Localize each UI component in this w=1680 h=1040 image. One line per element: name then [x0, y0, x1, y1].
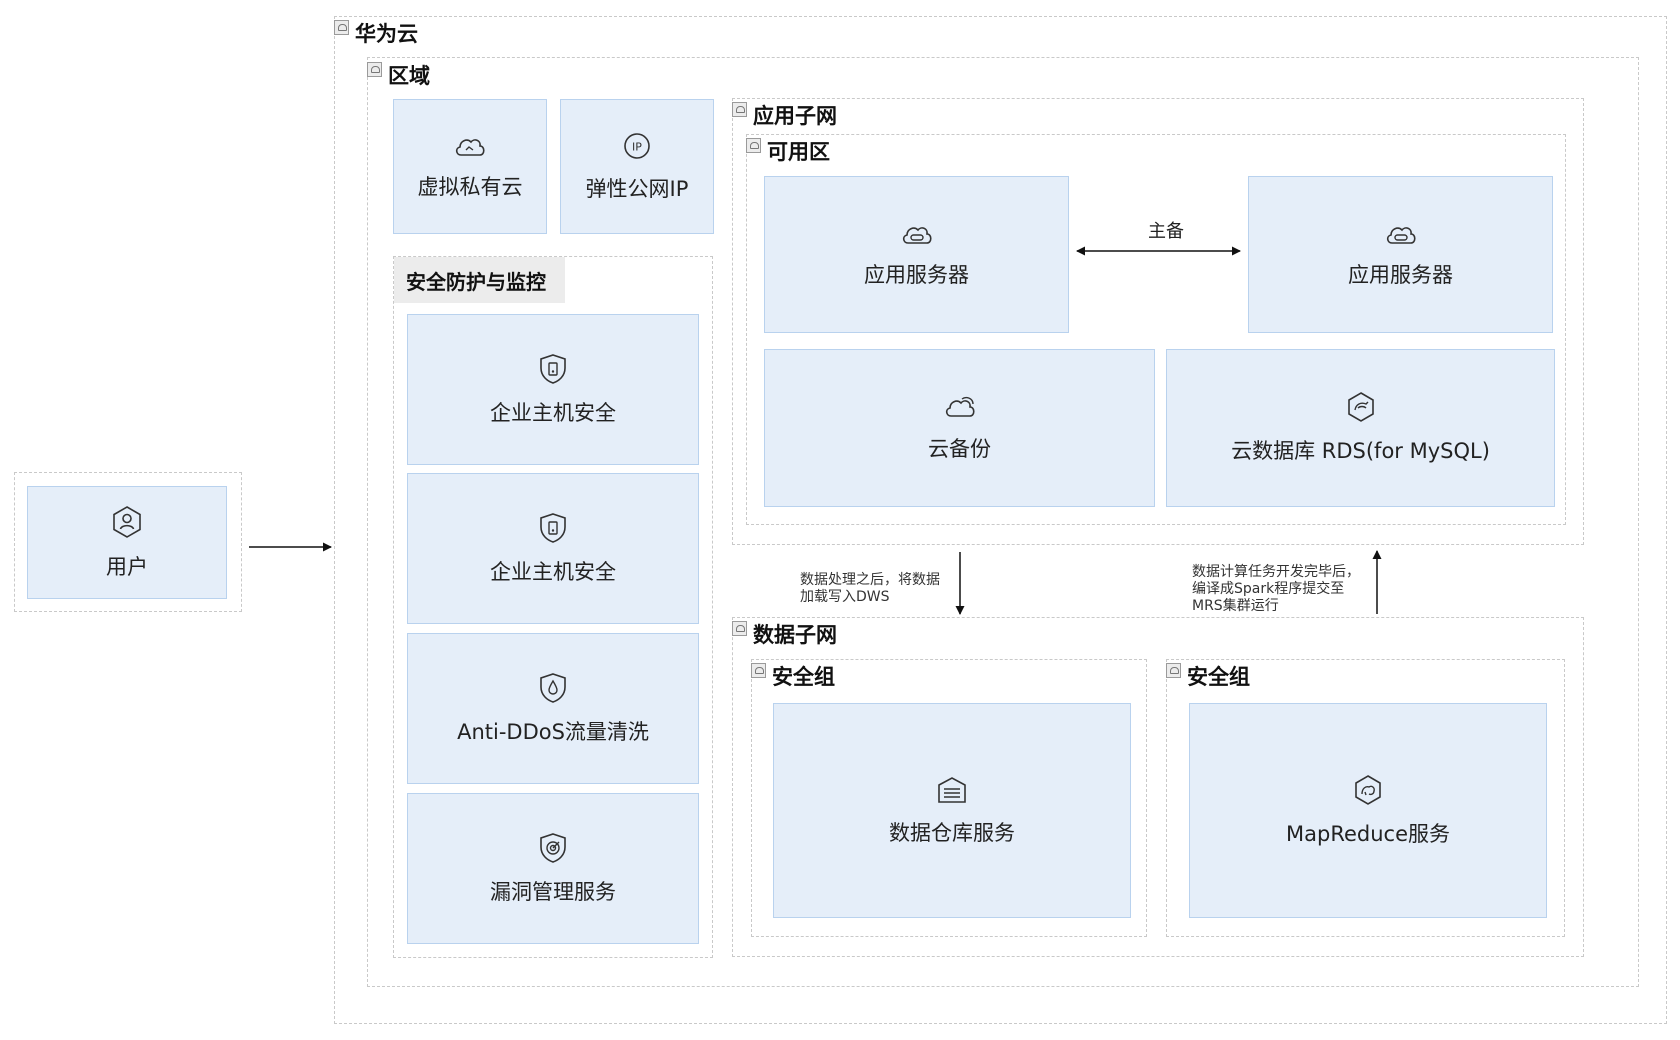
security-group-left-frame: [751, 659, 1147, 937]
data-subnet-frame: [732, 617, 1584, 957]
subnet-tag-icon: [732, 620, 747, 636]
vpc-node[interactable]: 虚拟私有云: [393, 99, 547, 234]
to-dws-note-line-2: 加载写入DWS: [800, 589, 890, 605]
server-cloud-icon: [1386, 226, 1416, 244]
subnet-tag-icon: [732, 101, 747, 117]
shield-host-icon: [540, 353, 566, 384]
server-cloud-icon: [902, 226, 932, 244]
security-group-right-title: 安全组: [1166, 661, 1250, 691]
to-mrs-note: 数据计算任务开发完毕后， 编译成Spark程序提交至 MRS集群运行: [1192, 564, 1360, 615]
cloud-backup-node[interactable]: 云备份: [764, 349, 1155, 507]
shield-drop-icon: [540, 672, 566, 703]
region-tag-icon: [367, 61, 382, 77]
to-mrs-note-line-2: 编译成Spark程序提交至: [1192, 581, 1345, 597]
vpc-label: 虚拟私有云: [417, 174, 523, 199]
user-frame: [14, 472, 242, 612]
security-group-right-frame: [1166, 659, 1565, 937]
vuln-scan-node[interactable]: 漏洞管理服务: [407, 793, 699, 944]
hss-label-1: 企业主机安全: [490, 400, 616, 425]
cloud-vpc-icon: [455, 138, 485, 156]
cloud-backup-icon: [945, 396, 975, 417]
anti-ddos-node[interactable]: Anti-DDoS流量清洗: [407, 633, 699, 784]
app-server-label-1: 应用服务器: [864, 262, 969, 287]
mapreduce-label: MapReduce服务: [1286, 821, 1450, 846]
app-server-label-2: 应用服务器: [1348, 262, 1453, 287]
eip-label: 弹性公网IP: [585, 176, 689, 201]
security-monitoring-title: 安全防护与监控: [394, 257, 565, 303]
user-label: 用户: [106, 554, 148, 579]
region-frame: [367, 57, 1639, 987]
to-mrs-note-line-3: MRS集群运行: [1192, 598, 1279, 614]
huawei-cloud-title: 华为云: [334, 18, 418, 48]
lock-tag-icon: [751, 662, 766, 678]
security-monitoring-frame: [393, 256, 713, 958]
svg-text:IP: IP: [632, 140, 642, 153]
app-server-node-2[interactable]: 应用服务器: [1248, 176, 1553, 333]
rds-node[interactable]: 云数据库 RDS(for MySQL): [1166, 349, 1555, 507]
dws-label: 数据仓库服务: [889, 820, 1015, 845]
hss-label-2: 企业主机安全: [490, 559, 616, 584]
availability-zone-frame: [746, 134, 1566, 525]
user-icon: [113, 505, 141, 538]
mapreduce-node[interactable]: MapReduce服务: [1189, 703, 1547, 918]
primary-standby-label: 主备: [1148, 221, 1184, 242]
dws-node[interactable]: 数据仓库服务: [773, 703, 1131, 918]
database-icon: [1347, 392, 1374, 422]
to-dws-note-line-1: 数据处理之后，将数据: [800, 572, 940, 588]
warehouse-icon: [938, 776, 966, 803]
az-tag-icon: [746, 137, 761, 153]
app-server-node-1[interactable]: 应用服务器: [764, 176, 1069, 333]
cloud-backup-label: 云备份: [928, 437, 991, 461]
eip-node[interactable]: IP 弹性公网IP: [560, 99, 714, 234]
app-subnet-title: 应用子网: [732, 100, 837, 130]
hss-node-2[interactable]: 企业主机安全: [407, 473, 699, 624]
app-subnet-frame: [732, 98, 1584, 545]
availability-zone-title: 可用区: [746, 136, 830, 166]
anti-ddos-label: Anti-DDoS流量清洗: [457, 719, 649, 744]
ip-icon: IP: [624, 132, 650, 159]
cloud-tag-icon: [334, 19, 349, 35]
vuln-scan-label: 漏洞管理服务: [490, 879, 616, 904]
user-node[interactable]: 用户: [27, 486, 227, 599]
region-title: 区域: [367, 60, 430, 90]
rds-label: 云数据库 RDS(for MySQL): [1231, 439, 1490, 463]
lock-tag-icon: [1166, 662, 1181, 678]
to-dws-note: 数据处理之后，将数据 加载写入DWS: [800, 572, 940, 606]
to-mrs-note-line-1: 数据计算任务开发完毕后，: [1192, 564, 1360, 580]
huawei-cloud-frame: [334, 16, 1667, 1024]
shield-host-icon: [540, 512, 566, 543]
security-group-left-title: 安全组: [751, 661, 835, 691]
shield-radar-icon: [540, 832, 566, 863]
data-subnet-title: 数据子网: [732, 619, 837, 649]
mapreduce-icon: [1355, 774, 1381, 805]
hss-node-1[interactable]: 企业主机安全: [407, 314, 699, 465]
